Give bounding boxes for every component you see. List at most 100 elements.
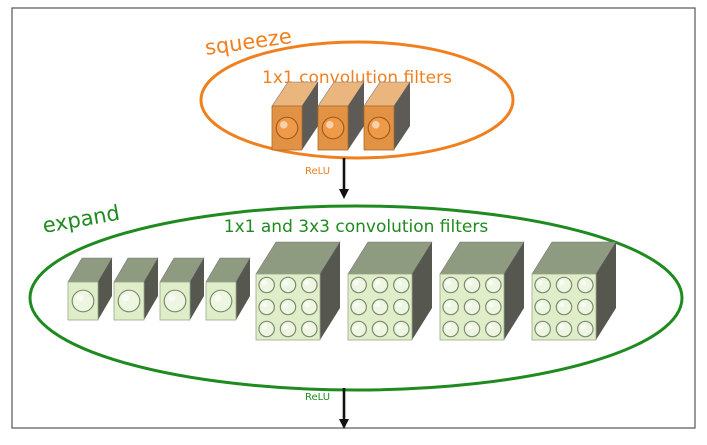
filter-weight-knob <box>258 320 275 338</box>
filter-knob-highlight <box>445 302 452 308</box>
filter-knob-highlight <box>467 280 473 286</box>
filter-weight-knob <box>258 298 275 316</box>
expand-3x3-filter <box>255 241 341 341</box>
filter-weight-knob <box>350 298 367 316</box>
expand-1x1-filter <box>67 257 113 321</box>
filter-weight-knob <box>301 276 318 294</box>
filter-knob-highlight <box>559 324 565 330</box>
filter-weight-knob <box>577 320 594 338</box>
filter-weight-knob <box>371 320 389 338</box>
filter-knob-highlight <box>304 302 310 308</box>
filter-knob-highlight <box>537 280 544 286</box>
filter-knob-highlight <box>559 302 565 308</box>
filter-knob-highlight <box>488 302 494 308</box>
filter-weight-knob <box>301 298 318 316</box>
filter-weight-knob <box>393 276 410 294</box>
filter-weight-knob <box>485 276 502 294</box>
filter-weight-knob <box>393 320 410 338</box>
filter-knob-highlight <box>445 324 452 330</box>
filter-weight-knob <box>279 276 297 294</box>
filter-knob-highlight <box>283 324 289 330</box>
filter-side-face <box>394 82 410 150</box>
filter-knob-highlight <box>283 280 289 286</box>
filter-side-face <box>320 242 340 340</box>
filter-weight-knob <box>371 276 389 294</box>
filter-knob-highlight <box>353 280 360 286</box>
filter-knob-highlight <box>559 280 565 286</box>
filter-side-face <box>412 242 432 340</box>
filter-side-face <box>348 82 364 150</box>
filter-weight-knob <box>350 320 367 338</box>
filter-knob-highlight <box>396 280 402 286</box>
filter-weight-knob <box>279 298 297 316</box>
expand-3x3-filter <box>531 241 617 341</box>
filter-knob-highlight <box>261 324 268 330</box>
filter-weight-knob <box>463 320 481 338</box>
filter-knob-highlight <box>261 302 268 308</box>
expand-3x3-filter <box>439 241 525 341</box>
filter-weight-knob <box>442 298 459 316</box>
filter-knob-highlight <box>537 302 544 308</box>
squeeze-1x1-filter <box>317 81 365 151</box>
filter-weight-knob <box>371 298 389 316</box>
expand-1x1-filter <box>113 257 159 321</box>
filter-weight-knob <box>350 276 367 294</box>
filter-knob-highlight <box>375 302 381 308</box>
outer-frame <box>11 7 696 429</box>
squeeze-1x1-filter <box>363 81 411 151</box>
filter-weight-knob <box>577 276 594 294</box>
filter-weight-knob <box>485 320 502 338</box>
squeeze-filters <box>271 81 411 151</box>
squeeze-layer: squeeze 1x1 convolution filters ReLU <box>199 24 515 199</box>
filter-weight-knob <box>71 289 95 313</box>
squeeze-1x1-filter <box>271 81 319 151</box>
filter-weight-knob <box>117 289 141 313</box>
filter-weight-knob <box>534 298 551 316</box>
filter-side-face <box>596 242 616 340</box>
filter-knob-highlight <box>580 280 586 286</box>
filter-knob-highlight <box>537 324 544 330</box>
filter-knob-highlight <box>580 302 586 308</box>
expand-3x3-filter <box>347 241 433 341</box>
filter-side-face <box>98 258 112 320</box>
squeeze-ellipse <box>199 40 515 160</box>
filter-knob-highlight <box>261 280 268 286</box>
filter-weight-knob <box>301 320 318 338</box>
expand-3x3-filters <box>255 241 617 341</box>
expand-layer: expand 1x1 and 3x3 convolution filters R… <box>28 201 684 429</box>
filter-knob-highlight <box>167 293 176 302</box>
filter-weight-knob <box>534 276 551 294</box>
filter-knob-highlight <box>375 280 381 286</box>
filter-knob-highlight <box>283 302 289 308</box>
filter-side-face <box>504 242 524 340</box>
filter-side-face <box>144 258 158 320</box>
filter-weight-knob <box>279 320 297 338</box>
filter-knob-highlight <box>467 302 473 308</box>
filter-knob-highlight <box>353 302 360 308</box>
filter-weight-knob <box>577 298 594 316</box>
filter-weight-knob <box>463 276 481 294</box>
filter-knob-highlight <box>396 324 402 330</box>
filter-knob-highlight <box>488 324 494 330</box>
filter-knob-highlight <box>445 280 452 286</box>
expand-1x1-filter <box>159 257 205 321</box>
filter-knob-highlight <box>488 280 494 286</box>
filter-knob-highlight <box>304 324 310 330</box>
filter-knob-highlight <box>467 324 473 330</box>
filter-weight-knob <box>463 298 481 316</box>
filter-weight-knob <box>258 276 275 294</box>
filter-weight-knob <box>555 320 573 338</box>
expand-relu-label: ReLU <box>305 392 330 403</box>
filter-weight-knob <box>163 289 187 313</box>
filter-knob-highlight <box>375 324 381 330</box>
filter-side-face <box>236 258 250 320</box>
filter-weight-knob <box>442 320 459 338</box>
filter-weight-knob <box>442 276 459 294</box>
expand-title: 1x1 and 3x3 convolution filters <box>224 217 489 237</box>
filter-weight-knob <box>534 320 551 338</box>
filter-weight-knob <box>485 298 502 316</box>
filter-weight-knob <box>555 298 573 316</box>
filter-weight-knob <box>555 276 573 294</box>
